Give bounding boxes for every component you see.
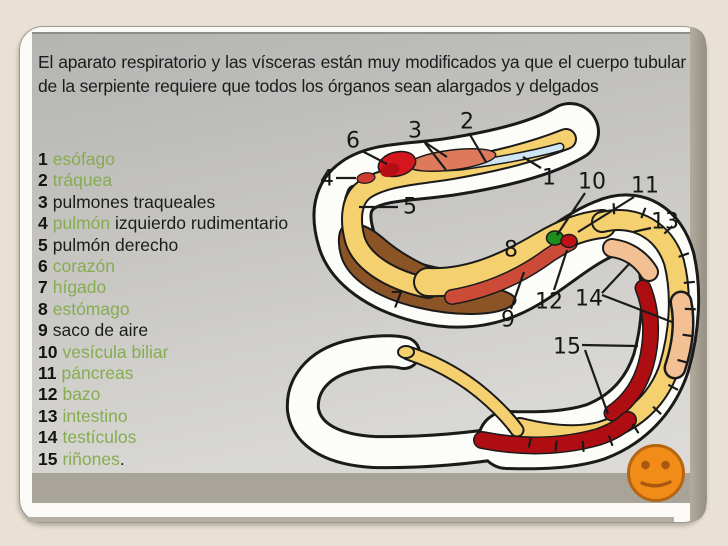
- smiley-left-eye: [641, 460, 650, 470]
- slide-edge-right: [690, 27, 706, 522]
- slide-content-panel: [32, 32, 692, 473]
- smiley-mouth: [640, 480, 672, 488]
- slide: [19, 26, 707, 523]
- smiley-head: [627, 444, 685, 502]
- smiley-face-icon: [627, 444, 685, 502]
- slide-edge-bottom: [28, 517, 674, 522]
- smiley-right-eye: [661, 460, 670, 470]
- slide-bottom-strip: [32, 473, 692, 503]
